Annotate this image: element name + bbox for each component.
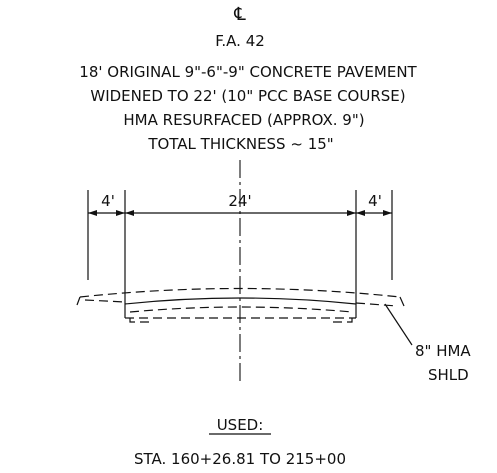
description-line-3: HMA RESURFACED (APPROX. 9")	[123, 111, 364, 129]
right-shoulder-bottom	[355, 302, 398, 307]
left-thickened-edge	[129, 318, 152, 323]
callout-line-1: 8" HMA	[415, 342, 471, 360]
description-line-1: 18' ORIGINAL 9"-6"-9" CONCRETE PAVEMENT	[79, 63, 417, 81]
callout-leader	[384, 303, 413, 346]
used-heading: USED:	[217, 416, 264, 434]
route-label: F.A. 42	[215, 32, 265, 50]
dimension-right-shoulder: 4'	[368, 192, 382, 210]
left-shoulder-edge	[76, 296, 81, 306]
description-line-4: TOTAL THICKNESS ~ 15"	[147, 135, 333, 153]
hma-surface-line	[79, 287, 401, 298]
dimension-left-shoulder: 4'	[101, 192, 115, 210]
right-thickened-edge	[330, 318, 353, 323]
centerline-symbol: ℄	[233, 4, 246, 25]
pcc-base-top	[124, 297, 357, 305]
dimension-arrowheads	[88, 210, 392, 216]
callout-line-2: SHLD	[428, 366, 469, 384]
description-line-2: WIDENED TO 22' (10" PCC BASE COURSE)	[90, 87, 405, 105]
right-shoulder-edge	[399, 296, 405, 307]
dimension-pavement: 24'	[228, 192, 251, 210]
left-shoulder-bottom	[84, 299, 126, 303]
station-range: STA. 160+26.81 TO 215+00	[134, 450, 346, 468]
original-pavement-top	[129, 306, 353, 313]
